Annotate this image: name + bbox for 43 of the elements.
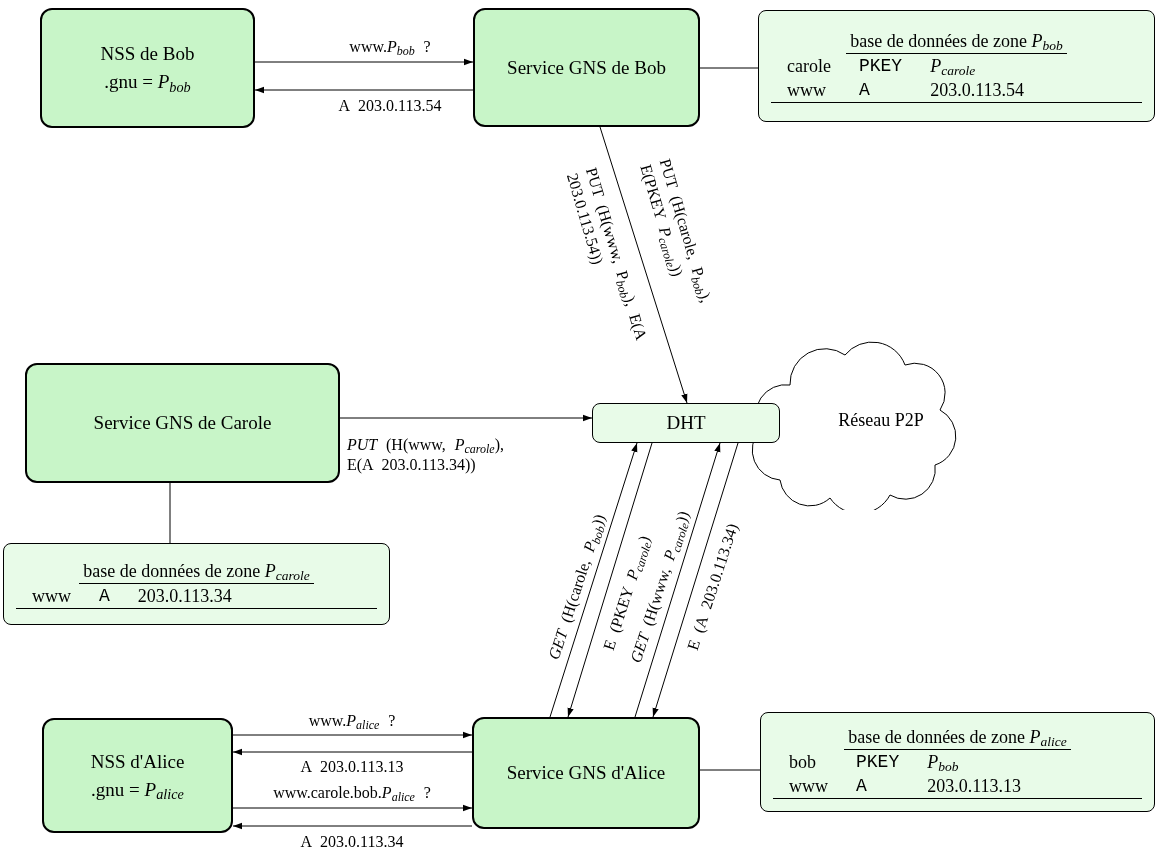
process-box: NSS de Bob .gnu = P$_{bob}$: [40, 8, 255, 128]
arrow: [599, 126, 688, 404]
process-box: DHT: [592, 403, 780, 443]
table-cell-text: 203.0.113.13: [927, 775, 1023, 798]
arrow: [232, 804, 473, 812]
edge-label: www.carole.bob.P$_{alice}$ ?: [272, 783, 432, 803]
process-box: NSS d'Alice .gnu = P$_{alice}$: [42, 718, 233, 833]
table-cell-text: P$_{bob}$: [927, 751, 960, 774]
process-box: Service GNS de Carole: [25, 363, 340, 483]
table-cell-text: A: [856, 775, 868, 798]
table-cell-text: bob: [789, 751, 817, 774]
arrow: [567, 442, 653, 718]
table-cell-text: www: [32, 585, 71, 608]
table-cell-text: 203.0.113.54: [930, 79, 1026, 102]
table-cell-text: carole: [787, 55, 831, 78]
arrow: [254, 58, 474, 66]
arrow: [339, 414, 593, 422]
table-cell-text: A: [99, 585, 110, 608]
table-cell-text: www: [789, 775, 828, 798]
table-cell-text: PKEY: [858, 55, 903, 78]
arrow: [634, 442, 721, 718]
edge-label: www.P$_{alice}$ ?: [307, 711, 397, 731]
edge-label: A 203.0.113.54: [337, 96, 443, 116]
edge-label: A 203.0.113.34: [299, 832, 405, 852]
edge-label: PUT (H(www, P$_{carole}$), E(A 203.0.113.34)): [347, 435, 505, 475]
arrow: [232, 731, 473, 739]
process-box: Service GNS d'Alice: [472, 717, 700, 829]
arrow: [232, 822, 473, 830]
database-table: base de données de zone P$_{bob}$ carole PKEY P$_{carole}$ www A 203.0.113.54: [758, 10, 1155, 122]
table-cell-text: 203.0.113.34: [137, 585, 233, 608]
arrow: [549, 442, 638, 718]
process-box: Service GNS de Bob: [473, 8, 700, 127]
table-cell-text: A: [858, 79, 871, 102]
edge-label: www.P$_{bob}$ ?: [348, 37, 432, 57]
table-cell-text: www: [787, 79, 827, 102]
edge-label: A 203.0.113.13: [299, 757, 405, 777]
arrow: [652, 442, 739, 718]
table-cell-text: P$_{carole}$: [930, 55, 977, 78]
database-table: base de données de zone P$_{carole}$ www A 203.0.113.34: [3, 543, 390, 625]
arrow: [232, 748, 473, 756]
table-cell-text: PKEY: [856, 751, 900, 774]
database-table: base de données de zone P$_{alice}$ bob PKEY P$_{bob}$ www A 203.0.113.13: [760, 712, 1155, 812]
arrow: [254, 86, 474, 94]
